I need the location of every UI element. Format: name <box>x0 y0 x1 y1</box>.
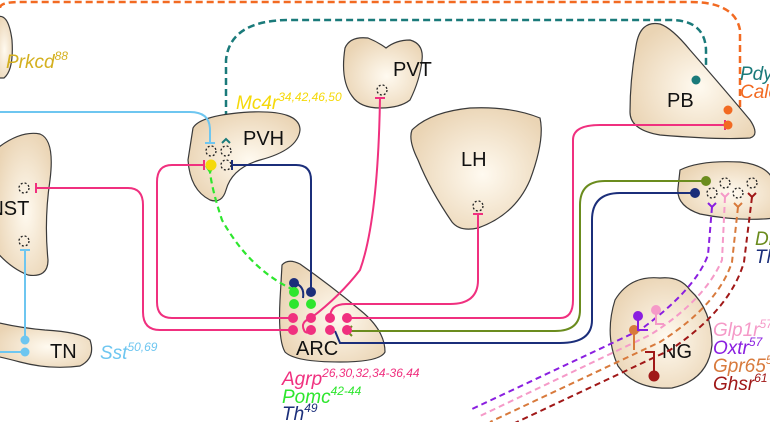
pomc-neuron <box>306 299 316 309</box>
bnst-receptor <box>18 182 30 194</box>
pvh-receptor <box>205 145 217 157</box>
th-projection-nodose <box>334 192 695 344</box>
agrp-projection-bnst <box>36 187 293 331</box>
region-lh <box>410 107 542 230</box>
agrp-neuron <box>288 325 298 335</box>
agrp-neuron <box>306 313 316 323</box>
pomc-projection-pvh <box>208 171 295 292</box>
gene-label-mc4r: Mc4r34,42,46,50 <box>236 90 342 114</box>
gene-label-sst: Sst50,69 <box>100 340 158 364</box>
calca-neuron <box>723 120 733 130</box>
gene-label-th: Th49 <box>282 401 318 422</box>
gpr65-neuron <box>629 325 639 335</box>
label-pvt: PVT <box>393 59 432 81</box>
pomc-neuron <box>289 299 299 309</box>
glp1r-neuron <box>651 305 661 315</box>
pvh-receptor <box>220 145 232 157</box>
gene-label-oxtr: Oxtr57 <box>713 335 764 359</box>
gene-label-glp1r: Glp1r57 <box>713 317 770 341</box>
oxtr-neuron <box>633 311 643 321</box>
drd-neuron <box>701 176 711 186</box>
agrp-neuron <box>342 313 352 323</box>
drd-projection-nodose <box>347 180 706 332</box>
gene-label-th-right: Th <box>755 247 770 268</box>
gpr65-afferent <box>489 206 739 422</box>
nodose-receptor <box>732 187 744 199</box>
gene-label-calca: Calca <box>740 82 770 103</box>
gene-label-prkcd: Prkcd88 <box>6 49 68 73</box>
ghsr-neuron <box>648 370 660 382</box>
pomc-neuron <box>289 287 299 297</box>
lh-receptor <box>472 200 484 212</box>
label-lh: LH <box>461 149 487 171</box>
region-ng <box>609 277 713 389</box>
pvt-receptor <box>376 84 388 96</box>
nodose-receptor <box>719 177 731 189</box>
gene-label-pdyn: Pdyn <box>740 64 770 85</box>
sst-neuron <box>20 347 30 357</box>
pvh-receptor <box>220 159 232 171</box>
agrp-neuron <box>306 325 316 335</box>
mc4r-neuron <box>205 159 217 171</box>
agrp-neuron <box>342 325 352 335</box>
glp1r-afferent <box>479 196 726 417</box>
gene-label-ghsr: Ghsr61 <box>713 371 768 395</box>
gene-label-drd: Drd <box>755 229 770 250</box>
ghsr-afferent <box>514 196 753 422</box>
agrp-neuron <box>325 325 335 335</box>
sst-projection-pvh <box>0 111 211 143</box>
label-arc: ARC <box>296 338 338 360</box>
region-pvt <box>342 37 423 109</box>
pdyn-neuron <box>691 75 701 85</box>
agrp-projection-pvh <box>156 164 293 319</box>
label-pvh: PVH <box>243 128 284 150</box>
agrp-neuron <box>288 313 298 323</box>
gene-label-agrp: Agrp26,30,32,34-36,44 <box>281 366 420 390</box>
agrp-projection-pvt <box>310 97 381 319</box>
region-bnst <box>0 132 52 277</box>
region-nodose-right <box>677 161 770 220</box>
label-pb: PB <box>667 90 694 112</box>
nodose-receptor <box>746 177 758 189</box>
bnst-receptor <box>18 235 30 247</box>
region-pvh <box>187 111 301 202</box>
nodose-receptor <box>706 187 718 199</box>
region-tn <box>0 322 93 368</box>
th-neuron-right <box>690 188 700 198</box>
label-bnst: BNST <box>0 198 29 220</box>
th-neuron <box>289 278 299 288</box>
region-prkcd-nucleus <box>0 15 13 79</box>
calca-projection <box>0 0 742 130</box>
label-ng: NG <box>662 341 692 363</box>
sst-neuron <box>20 335 30 345</box>
agrp-projection-pb <box>347 124 725 319</box>
calca-neuron <box>723 105 733 115</box>
th-projection-pvh <box>232 164 312 292</box>
gene-label-pomc: Pomc42-44 <box>282 384 362 408</box>
label-tn: TN <box>50 341 77 363</box>
agrp-neuron <box>325 313 335 323</box>
oxtr-afferent <box>469 206 713 411</box>
th-neuron <box>306 287 316 297</box>
agrp-projection-lh <box>329 214 479 319</box>
region-arc <box>278 260 386 363</box>
gene-label-gpr65: Gpr655 <box>713 353 770 377</box>
